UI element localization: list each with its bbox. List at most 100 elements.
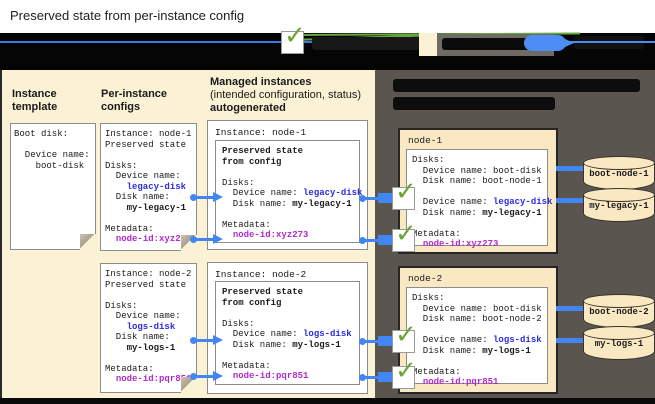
card-line: Boot disk: [14,129,92,140]
card-line: Preserved state [222,287,353,298]
card-text: Device name: [105,171,181,181]
vm-title: node-1 [408,135,443,146]
card-text [105,322,127,332]
card-text: node-id:xyz273 [232,230,309,240]
disk-connector-line [556,338,584,343]
check-icon: ✓ [284,21,306,51]
check-icon: ✓ [395,320,417,350]
connector-dot [190,235,197,243]
card-text: Metadata: [105,363,154,374]
card-line: Disks: [105,301,192,312]
card-line: Metadata: [105,224,192,235]
card-text: legacy-disk [126,181,187,192]
card-text: my-legacy-1 [482,207,542,218]
card-text: Preserved state [105,279,187,290]
card-text [222,371,233,381]
card-line: node-id:xyz273 [105,234,192,245]
card-text: my-legacy-1 [126,202,187,213]
card-line: Disk name: [105,332,192,343]
card-text: Metadata: [412,366,461,377]
card-line: Device name: logs-disk [412,335,542,346]
disk-connector-line [556,198,584,203]
card-text: Metadata: [105,223,154,234]
header-line: autogenerated [210,102,286,114]
connector-arrowhead-icon [213,234,223,244]
card-line: Disk name: my-legacy-1 [222,199,353,210]
card-line: Disks: [412,293,542,304]
card-line [105,290,192,301]
card-line: Device name: logs-disk [222,329,353,340]
connector-dot [359,194,366,202]
card-line: node-id:pqr851 [222,371,353,382]
card-line: legacy-disk [105,182,192,193]
card-text: legacy-disk [493,197,553,207]
card-text: logs-disk [303,329,352,339]
card-line: Preserved state [105,280,192,291]
vm-config-box-node-2: Disks: Device name: boot-disk Disk name:… [406,287,548,387]
header-line: Per-instance [101,88,168,100]
disk-cylinder-icon: my-logs-1 [583,326,655,364]
card-line: Device name: [14,150,92,161]
card-text: Metadata: [222,360,271,371]
card-line: Disk name: my-logs-1 [222,340,353,351]
card-line: node-id:xyz273 [412,239,542,250]
card-line: node-id:pqr851 [105,374,192,385]
card-line: Instance: node-2 [105,269,192,280]
card-line: Device name: legacy-disk [222,188,363,199]
disk-label: boot-node-2 [589,307,649,317]
card-text: Preserved state [105,139,187,150]
card-line: Metadata: [412,367,542,378]
connector-arrowhead-icon [213,335,223,345]
card-line: Disks: [412,155,542,166]
legend-label-redacted [442,38,538,50]
card-text: logs-disk [493,335,542,345]
vm-panel-header-redacted [393,79,640,92]
card-text: my-logs-1 [292,339,341,350]
card-line [222,308,353,319]
connector-thick-arrow [378,336,395,346]
applied-checkmark-icon: ✓ [392,322,417,353]
disk-cylinder-icon: boot-node-1 [583,156,655,194]
card-line [412,187,542,198]
card-line [222,350,353,361]
card-text: Metadata: [222,219,271,230]
disk-label: my-legacy-1 [589,201,649,211]
card-line: boot-disk [14,161,92,172]
card-text: Disks: [412,293,445,303]
card-line: Metadata: [412,229,542,240]
card-line: Disks: [222,178,353,189]
card-line [14,140,92,151]
card-line: Disk name: my-logs-1 [412,346,542,357]
card-text: Device name: [222,188,304,198]
connector-line [194,237,216,241]
card-text: my-logs-1 [126,342,176,353]
legend-blue-arrowhead-icon [563,38,574,48]
vm-title: node-2 [408,273,443,284]
connector-thick-arrow [378,372,395,382]
bottom-border [0,398,655,404]
card-line: my-legacy-1 [105,203,192,214]
card-line [412,218,542,229]
card-line: Disks: [105,161,192,172]
card-text: Device name: boot-disk [412,303,542,314]
vm-panel-header-redacted [393,97,555,110]
disk-cylinder-icon: my-legacy-1 [583,188,655,226]
card-text [105,203,127,213]
card-line: Device name: boot-disk [412,304,542,315]
connector-dot [359,373,366,381]
connector-line [363,339,381,343]
card-title: Instance: node-2 [215,269,307,280]
card-text: Instance: node-2 [105,269,192,279]
connector-line [194,195,216,199]
card-line: Disk name: [105,192,192,203]
card-line [105,353,192,364]
card-text: Boot disk: [14,129,69,139]
card-text [105,234,116,244]
card-text: Device name: [222,329,304,339]
legend-blue-line [560,41,655,43]
card-text: logs-disk [126,321,176,332]
applied-checkmark-icon: ✓ [392,358,417,389]
